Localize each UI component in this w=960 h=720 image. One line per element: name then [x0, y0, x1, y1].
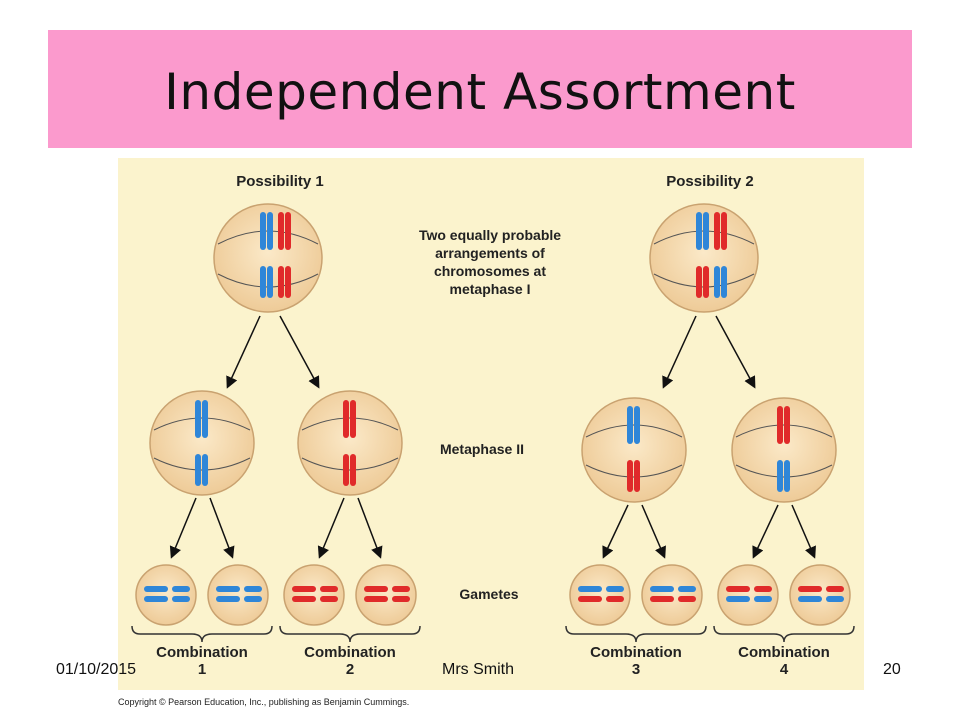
gametes-label: Gametes — [459, 586, 518, 602]
gamete-cell — [789, 564, 851, 626]
gamete-cell — [283, 564, 345, 626]
gamete-cell — [717, 564, 779, 626]
metaphase-1-cell-possibility-1 — [213, 203, 323, 313]
gamete-cell — [355, 564, 417, 626]
assortment-diagram: Possibility 1 Possibility 2 Two equally … — [131, 173, 855, 678]
metaphase-2-cell — [297, 390, 403, 496]
metaphase-2-cell — [149, 390, 255, 496]
metaphase-2-label: Metaphase II — [440, 441, 524, 457]
footer-date: 01/10/2015 — [56, 661, 137, 678]
combination-number: 1 — [198, 661, 206, 678]
possibility-1-label: Possibility 1 — [236, 173, 324, 190]
arrangement-note-line: chromosomes at — [434, 263, 546, 279]
combination-label: Combination — [156, 644, 248, 661]
combination-label: Combination — [738, 644, 830, 661]
metaphase-1-cell-possibility-2 — [649, 203, 759, 313]
arrangement-note-line: arrangements of — [435, 245, 545, 261]
combination-number: 2 — [346, 661, 354, 678]
gamete-cell — [641, 564, 703, 626]
footer-author: Mrs Smith — [442, 661, 514, 678]
gamete-cell — [569, 564, 631, 626]
copyright-notice: Copyright © Pearson Education, Inc., pub… — [118, 697, 410, 707]
gamete-cell — [207, 564, 269, 626]
combination-label: Combination — [590, 644, 682, 661]
metaphase-2-cell — [731, 397, 837, 503]
arrangement-note: Two equally probable arrangements of chr… — [419, 227, 561, 297]
combination-number: 3 — [632, 661, 640, 678]
arrangement-note-line: metaphase I — [450, 281, 531, 297]
metaphase-2-cell — [581, 397, 687, 503]
assortment-figure: Possibility 1 Possibility 2 Two equally … — [118, 158, 864, 690]
combination-number: 4 — [780, 661, 789, 678]
gamete-cell — [135, 564, 197, 626]
division-arrows-1 — [226, 315, 756, 389]
arrangement-note-line: Two equally probable — [419, 227, 561, 243]
title-bar: Independent Assortment — [48, 30, 912, 148]
page-number: 20 — [883, 661, 901, 678]
combination-label: Combination — [304, 644, 396, 661]
slide-title: Independent Assortment — [164, 63, 796, 121]
possibility-2-label: Possibility 2 — [666, 173, 754, 190]
combination-brackets — [131, 625, 855, 643]
division-arrows-2 — [169, 497, 816, 559]
